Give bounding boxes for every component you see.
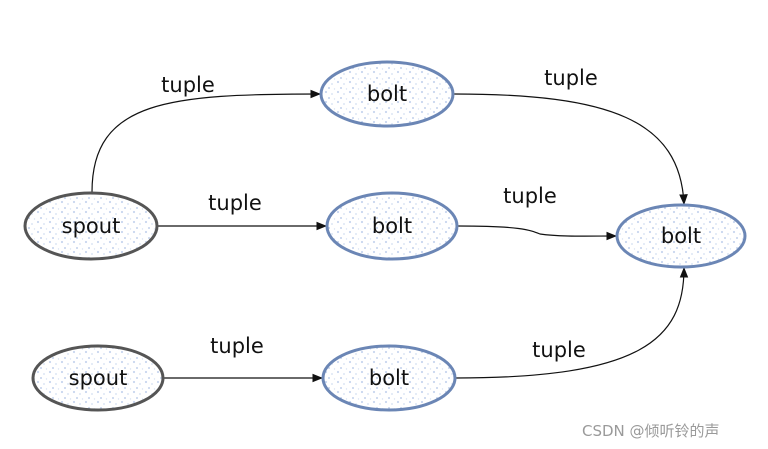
edge-spout-top-to-bolt-top bbox=[91, 89, 322, 193]
spout-top-label: spout bbox=[62, 214, 121, 238]
bolt-node-bottom: bolt bbox=[321, 344, 457, 412]
edge-label-bolt-top-bolt-right: tuple bbox=[544, 66, 598, 90]
spout-bottom-label: spout bbox=[69, 366, 128, 390]
bolt-node-middle: bolt bbox=[325, 191, 459, 261]
edge-label-spout-top-bolt-top: tuple bbox=[161, 73, 215, 97]
spout-node-bottom: spout bbox=[31, 344, 165, 412]
edge-label-bolt-bottom-bolt-right: tuple bbox=[532, 338, 586, 362]
edge-label-bolt-middle-bolt-right: tuple bbox=[503, 184, 557, 208]
spout-node-top: spout bbox=[23, 191, 159, 261]
bolt-bottom-label: bolt bbox=[369, 366, 409, 390]
watermark-text: CSDN @倾听铃的声 bbox=[582, 422, 720, 440]
bolt-middle-label: bolt bbox=[372, 214, 412, 238]
bolt-top-label: bolt bbox=[367, 82, 407, 106]
edge-label-spout-top-bolt-middle: tuple bbox=[208, 191, 262, 215]
bolt-node-right: bolt bbox=[615, 203, 747, 269]
edge-label-spout-bottom-bolt-bottom: tuple bbox=[210, 334, 264, 358]
edge-bolt-middle-to-bolt-right bbox=[457, 225, 618, 241]
bolt-node-top: bolt bbox=[319, 60, 455, 128]
edge-bolt-bottom-to-bolt-right bbox=[455, 266, 689, 379]
bolt-right-label: bolt bbox=[661, 224, 701, 248]
edge-bolt-top-to-bolt-right bbox=[453, 93, 688, 206]
